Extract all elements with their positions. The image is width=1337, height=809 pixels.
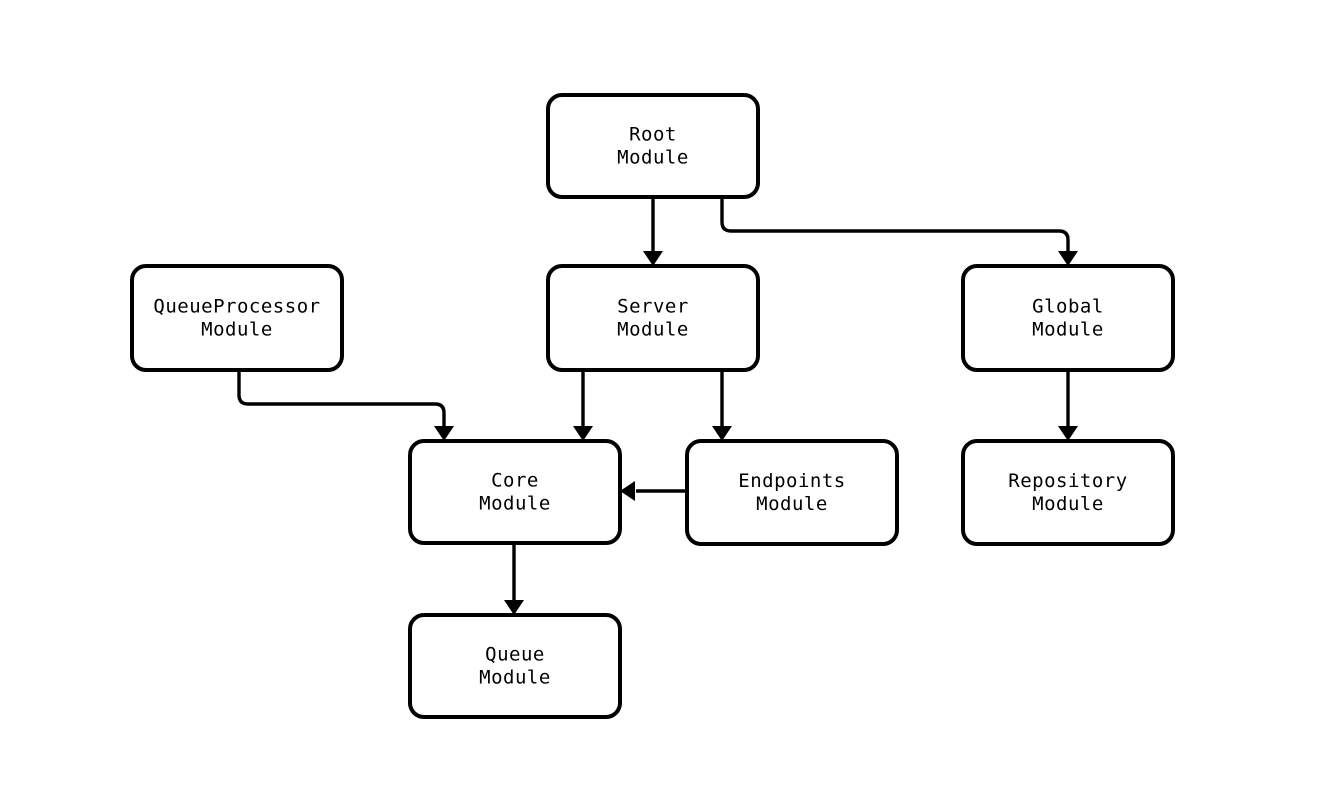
arrowhead-icon-core-to-queue [504, 600, 524, 615]
node-box-global[interactable] [961, 264, 1175, 372]
edge-root-to-server [643, 197, 663, 266]
node-label-line1-global: Global [1032, 296, 1104, 318]
arrowhead-icon-server-to-core [573, 426, 593, 441]
arrowhead-icon-root-to-global [1058, 251, 1078, 266]
node-label-line2-repository: Module [1032, 493, 1104, 515]
node-box-queue[interactable] [408, 613, 622, 719]
arrowhead-icon-server-to-endpoints [712, 426, 732, 441]
edge-global-to-repository [1058, 370, 1078, 441]
node-label-line1-server: Server [617, 296, 689, 318]
node-label-line1-repository: Repository [1008, 470, 1127, 492]
node-label-line1-core: Core [491, 470, 539, 492]
node-label-line2-queue: Module [479, 667, 551, 689]
node-box-queueprocessor[interactable] [130, 264, 344, 372]
node-box-repository[interactable] [961, 439, 1175, 546]
node-label-line2-core: Module [479, 493, 551, 515]
edge-queueprocessor-to-core [237, 370, 454, 441]
node-box-root[interactable] [546, 93, 760, 199]
arrowhead-icon-endpoints-to-core [620, 481, 635, 501]
edge-server-to-core [573, 370, 593, 441]
edge-root-to-global [720, 197, 1078, 266]
node-label-line1-root: Root [629, 124, 677, 146]
node-label-line1-queue: Queue [485, 644, 545, 666]
node-box-core[interactable] [408, 439, 622, 545]
node-label-line1-queueprocessor: QueueProcessor [153, 296, 320, 318]
node-label-line1-endpoints: Endpoints [738, 470, 845, 492]
edge-line-root-to-global [720, 197, 1070, 252]
arrowhead-icon-root-to-server [643, 251, 663, 266]
arrowhead-icon-queueprocessor-to-core [434, 426, 454, 441]
edge-core-to-queue [504, 543, 524, 615]
edges-layer [237, 197, 1078, 615]
node-label-line2-server: Module [617, 319, 689, 341]
node-label-line2-global: Module [1032, 319, 1104, 341]
nodes-layer: RootModuleQueueProcessorModuleServerModu… [130, 93, 1175, 719]
node-label-line2-queueprocessor: Module [201, 319, 273, 341]
edge-endpoints-to-core [620, 481, 687, 501]
node-label-line2-endpoints: Module [756, 493, 828, 515]
arrowhead-icon-global-to-repository [1058, 426, 1078, 441]
edge-server-to-endpoints [712, 370, 732, 441]
edge-line-queueprocessor-to-core [237, 370, 446, 427]
node-box-server[interactable] [546, 264, 760, 372]
node-label-line2-root: Module [617, 147, 689, 169]
node-box-endpoints[interactable] [685, 439, 899, 546]
